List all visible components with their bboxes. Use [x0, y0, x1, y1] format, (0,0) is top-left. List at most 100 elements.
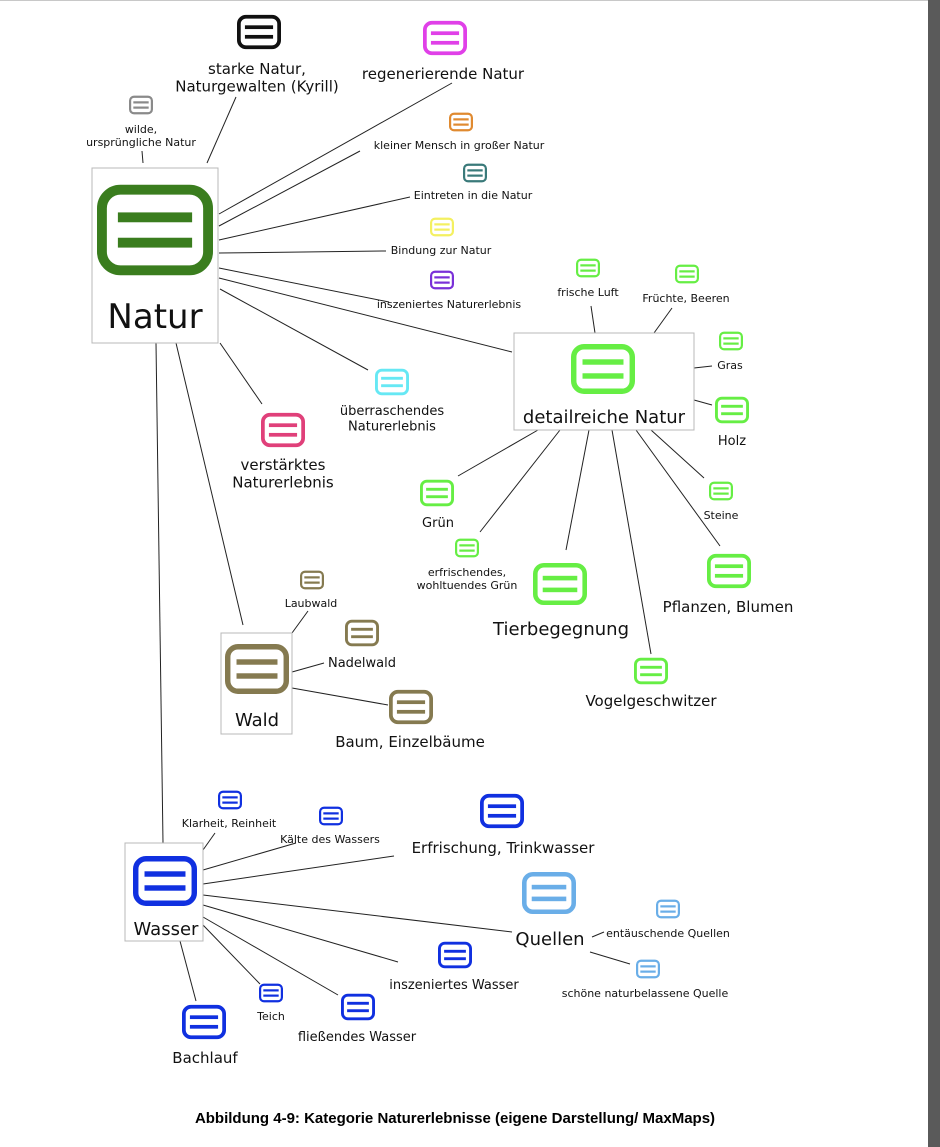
- node-wilde[interactable]: wilde,ursprüngliche Natur: [86, 95, 196, 149]
- node-klar[interactable]: Klarheit, Reinheit: [182, 790, 277, 830]
- note-icon: [438, 941, 473, 969]
- node-insz[interactable]: inszeniertes Naturerlebnis: [377, 270, 522, 311]
- note-icon: [420, 479, 455, 507]
- edge-detail-steine: [650, 429, 705, 479]
- node-label: Bindung zur Natur: [391, 244, 492, 257]
- node-kleiner[interactable]: kleiner Mensch in großer Natur: [374, 112, 545, 152]
- node-teich[interactable]: Teich: [256, 983, 285, 1023]
- node-label: starke Natur,Naturgewalten (Kyrill): [175, 60, 338, 96]
- note-icon: [430, 217, 455, 237]
- edge-natur-wald: [175, 342, 244, 626]
- note-icon: [521, 871, 576, 915]
- node-label: Kälte des Wassers: [280, 833, 380, 846]
- note-icon: [718, 331, 743, 351]
- edge-detail-gras: [693, 365, 713, 369]
- note-icon: [655, 899, 680, 919]
- note-icon: [455, 538, 480, 558]
- edge-detail-gruen: [457, 429, 539, 477]
- node-layer: Natur starke Natur,Naturgewalten (Kyrill)…: [86, 14, 794, 1067]
- node-label: erfrischendes,wohltuendes Grün: [417, 566, 518, 592]
- node-vogel[interactable]: Vogelgeschwitzer: [585, 657, 717, 710]
- note-icon: [570, 344, 635, 394]
- note-icon: [225, 644, 290, 694]
- node-label: Teich: [256, 1010, 285, 1023]
- node-label: Steine: [704, 509, 739, 522]
- node-natur[interactable]: Natur: [91, 167, 219, 344]
- note-icon: [260, 412, 305, 448]
- node-bach[interactable]: Bachlauf: [172, 1004, 238, 1067]
- node-baum[interactable]: Baum, Einzelbäume: [335, 689, 485, 751]
- page-top-border: [0, 0, 928, 1]
- edge-natur-eintreten: [218, 196, 411, 241]
- note-icon: [181, 1004, 226, 1040]
- node-starke[interactable]: starke Natur,Naturgewalten (Kyrill): [175, 14, 339, 96]
- node-eintreten[interactable]: Eintreten in die Natur: [414, 163, 533, 202]
- node-erfr[interactable]: erfrischendes,wohltuendes Grün: [417, 538, 518, 592]
- node-holz[interactable]: Holz: [715, 396, 750, 449]
- node-wasser[interactable]: Wasser: [124, 842, 204, 942]
- note-icon: [300, 570, 325, 590]
- edge-natur-wilde: [141, 150, 144, 164]
- note-icon: [479, 793, 524, 829]
- node-label: Tierbegegnung: [492, 619, 629, 640]
- edge-detail-frische: [590, 305, 596, 334]
- edge-wald-baum: [291, 687, 389, 706]
- node-tier[interactable]: Tierbegegnung: [492, 562, 629, 640]
- node-kaelte[interactable]: Kälte des Wassers: [280, 806, 380, 846]
- node-bindung[interactable]: Bindung zur Natur: [391, 217, 492, 257]
- edge-wasser-klar: [202, 832, 216, 851]
- note-icon: [236, 14, 281, 50]
- node-label: frische Luft: [557, 286, 619, 299]
- note-icon: [133, 856, 198, 906]
- edge-natur-kleiner: [218, 150, 361, 227]
- node-steine[interactable]: Steine: [704, 481, 739, 522]
- node-label: inszeniertes Wasser: [389, 978, 519, 993]
- node-nadel[interactable]: Nadelwald: [328, 619, 396, 671]
- node-entt[interactable]: entäuschende Quellen: [606, 899, 730, 940]
- edge-quellen-schoene: [589, 951, 631, 965]
- note-icon: [341, 993, 376, 1021]
- node-quellen[interactable]: Quellen: [515, 871, 585, 950]
- edge-natur-ueber: [219, 288, 369, 371]
- node-fliess[interactable]: fließendes Wasser: [298, 993, 417, 1045]
- node-label: Gras: [717, 359, 743, 372]
- node-detail[interactable]: detailreiche Natur: [513, 332, 695, 431]
- note-icon: [388, 689, 433, 725]
- node-laub[interactable]: Laubwald: [285, 570, 338, 610]
- note-icon: [532, 562, 587, 606]
- node-gras[interactable]: Gras: [717, 331, 743, 372]
- node-label: Früchte, Beeren: [642, 292, 729, 305]
- note-icon: [575, 258, 600, 278]
- note-icon: [463, 163, 488, 183]
- edge-wasser-inszw: [202, 904, 399, 963]
- node-label: inszeniertes Naturerlebnis: [377, 298, 522, 311]
- note-icon: [674, 264, 699, 284]
- node-label: Holz: [718, 434, 746, 449]
- node-gruen[interactable]: Grün: [420, 479, 455, 531]
- note-icon: [129, 95, 154, 115]
- edge-wasser-bach: [179, 940, 197, 1002]
- node-label: Quellen: [515, 929, 584, 950]
- node-regen[interactable]: regenerierende Natur: [362, 20, 525, 83]
- node-label: Natur: [107, 297, 202, 337]
- edge-wasser-fliess: [202, 916, 339, 996]
- edge-wasser-erfrisch: [202, 855, 395, 885]
- node-label: Erfrischung, Trinkwasser: [412, 839, 596, 857]
- node-schoene[interactable]: schöne naturbelassene Quelle: [562, 959, 729, 1000]
- vertical-scrollbar[interactable]: [928, 0, 940, 1147]
- node-inszw[interactable]: inszeniertes Wasser: [389, 941, 519, 993]
- node-pflanzen[interactable]: Pflanzen, Blumen: [663, 553, 794, 616]
- node-fruechte[interactable]: Früchte, Beeren: [642, 264, 730, 305]
- figure-caption: Abbildung 4-9: Kategorie Naturerlebnisse…: [194, 1110, 716, 1127]
- node-label: Grün: [422, 516, 454, 531]
- node-wald[interactable]: Wald: [220, 632, 293, 735]
- edge-natur-starke: [206, 96, 237, 164]
- note-icon: [708, 481, 733, 501]
- node-erfrisch[interactable]: Erfrischung, Trinkwasser: [412, 793, 596, 857]
- node-frische[interactable]: frische Luft: [557, 258, 619, 299]
